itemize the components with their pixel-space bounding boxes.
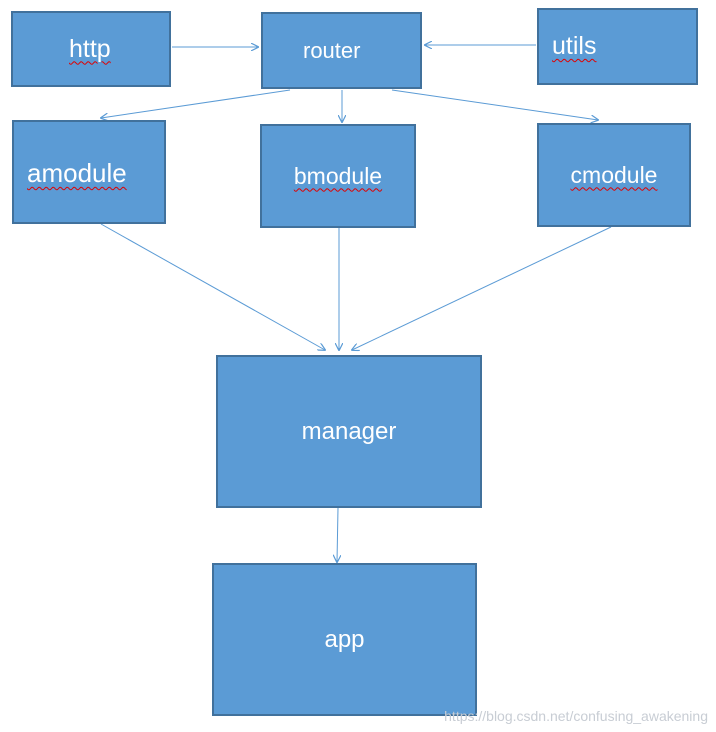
watermark-text: https://blog.csdn.net/confusing_awakenin…: [444, 708, 708, 724]
node-app-label: app: [324, 625, 365, 653]
node-http: http: [11, 11, 171, 87]
edge-router-cmodule: [391, 89, 598, 120]
node-amodule-label: amodule: [27, 158, 127, 188]
node-manager-label: manager: [301, 417, 397, 445]
node-http-label: http: [69, 34, 111, 63]
node-amodule: amodule: [12, 120, 166, 224]
edge-cmodule-manager: [352, 226, 612, 350]
node-router: router: [261, 12, 422, 89]
node-utils: utils: [537, 8, 698, 85]
node-cmodule: cmodule: [537, 123, 691, 227]
node-bmodule: bmodule: [260, 124, 416, 228]
edge-manager-app: [337, 507, 338, 562]
node-cmodule-label: cmodule: [570, 161, 658, 188]
node-app: app: [212, 563, 477, 716]
node-bmodule-label: bmodule: [293, 162, 383, 189]
edge-router-amodule: [101, 89, 291, 118]
node-manager: manager: [216, 355, 482, 508]
node-utils-label: utils: [552, 32, 597, 60]
edge-amodule-manager: [100, 223, 325, 350]
node-router-label: router: [303, 37, 361, 63]
